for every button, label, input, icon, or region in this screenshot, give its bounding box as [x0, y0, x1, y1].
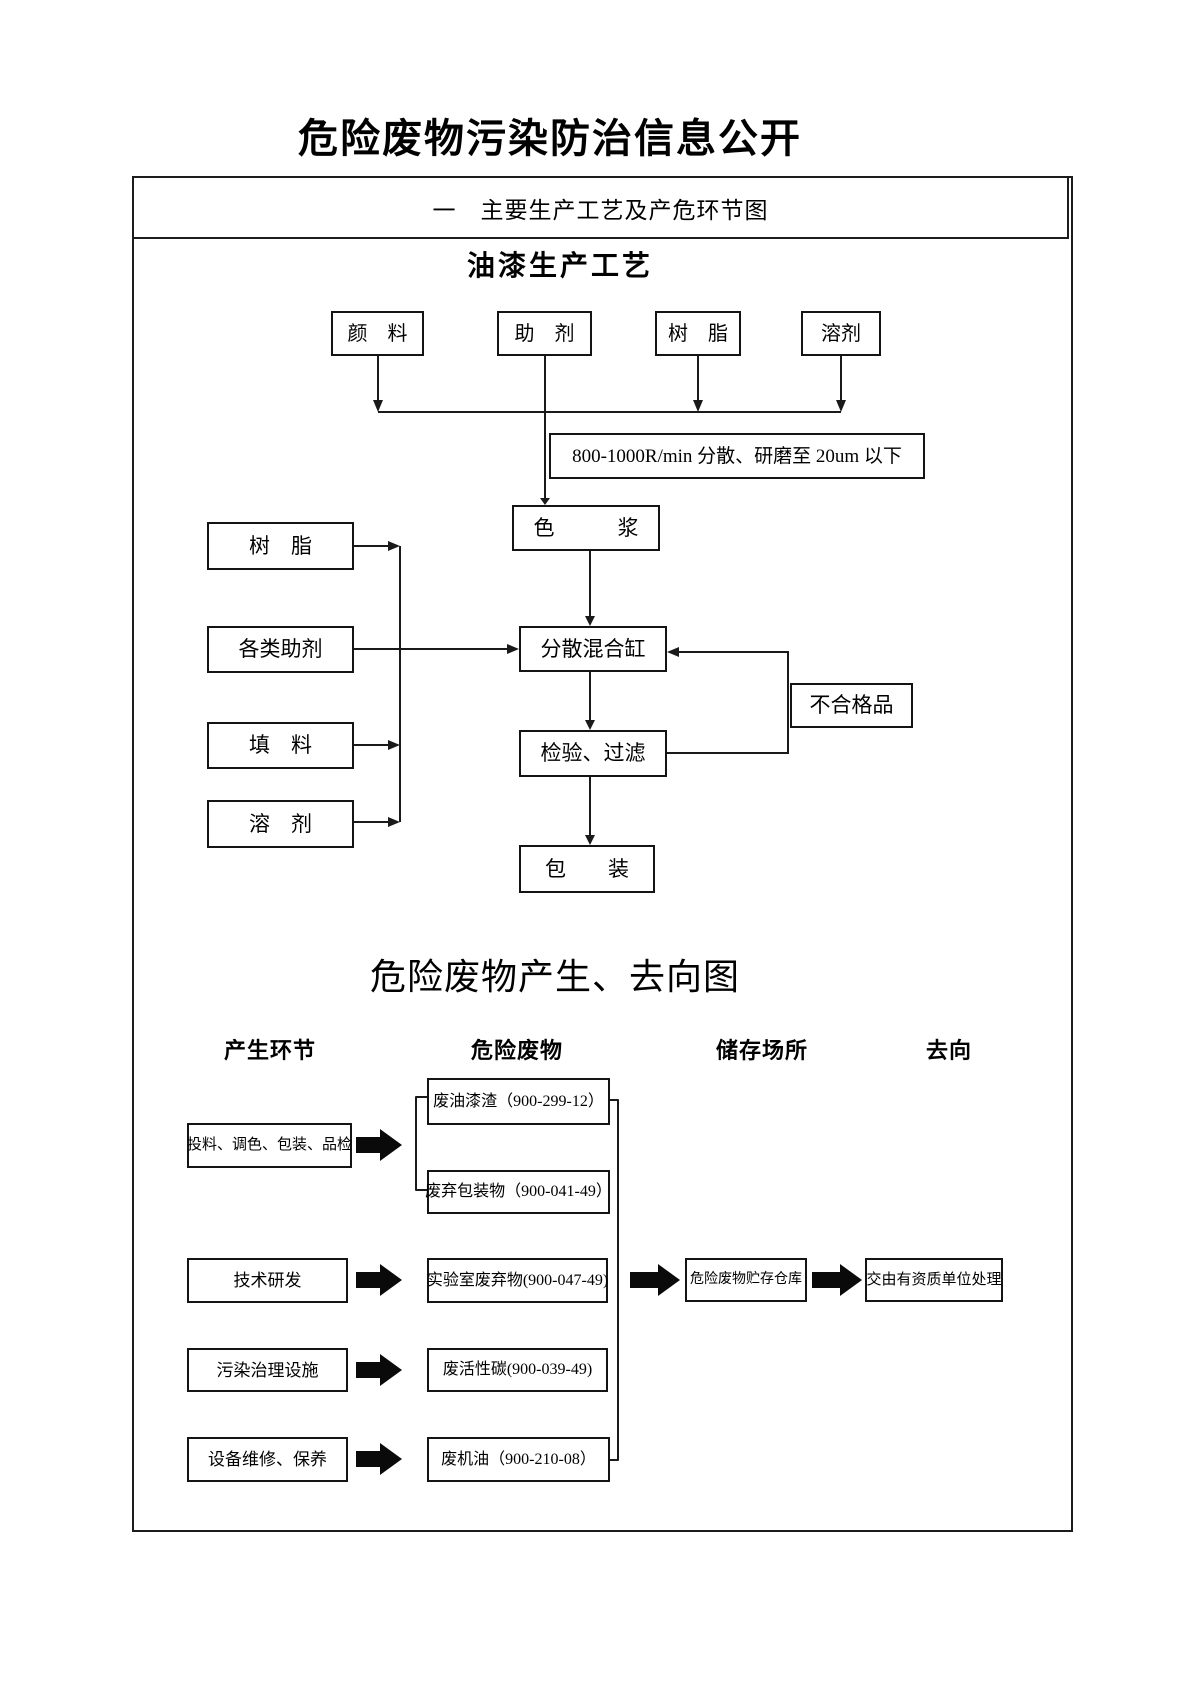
- waste-box-paint-residue: 废油漆渣（900-299-12）: [427, 1078, 610, 1125]
- step-box-color-paste: 色 浆: [512, 505, 660, 551]
- column-header-waste: 危险废物: [470, 1038, 563, 1063]
- storage-box: 危险废物贮存仓库: [685, 1258, 807, 1302]
- section-header: 一 主要生产工艺及产危环节图: [132, 176, 1069, 239]
- waste-flow-title: 危险废物产生、去向图: [369, 957, 740, 997]
- waste-box-used-oil: 废机油（900-210-08）: [427, 1437, 610, 1482]
- grind-note-box: 800-1000R/min 分散、研磨至 20um 以下: [549, 433, 925, 479]
- step-box-inspection-filter: 检验、过滤: [519, 730, 667, 777]
- input-box-pigment: 颜 料: [331, 311, 424, 356]
- left-box-filler: 填 料: [207, 722, 354, 769]
- column-header-source: 产生环节: [223, 1038, 316, 1063]
- step-box-mixing-tank: 分散混合缸: [519, 626, 667, 672]
- input-box-solvent-top: 溶剂: [801, 311, 881, 356]
- step-box-packaging: 包 装: [519, 845, 655, 893]
- waste-box-lab-waste: 实验室废弃物(900-047-49): [427, 1258, 608, 1303]
- waste-box-activated-carbon: 废活性碳(900-039-49): [427, 1348, 608, 1392]
- page-title: 危险废物污染防治信息公开: [298, 116, 802, 161]
- input-box-additive: 助 剂: [497, 311, 592, 356]
- disposal-box: 交由有资质单位处理: [865, 1258, 1003, 1302]
- source-box-rnd: 技术研发: [187, 1258, 348, 1303]
- waste-box-discarded-packaging: 废弃包装物（900-041-49）: [425, 1170, 612, 1214]
- left-box-additives: 各类助剂: [207, 626, 354, 673]
- source-box-equipment-maintenance: 设备维修、保养: [187, 1437, 348, 1482]
- reject-box: 不合格品: [790, 683, 913, 728]
- column-header-destination: 去向: [925, 1038, 972, 1063]
- left-box-resin: 树 脂: [207, 522, 354, 570]
- column-header-storage: 储存场所: [715, 1038, 808, 1063]
- input-box-resin-top: 树 脂: [655, 311, 741, 356]
- process-flow-title: 油漆生产工艺: [466, 251, 653, 282]
- source-box-pollution-control: 污染治理设施: [187, 1348, 348, 1392]
- left-box-solvent: 溶 剂: [207, 800, 354, 848]
- source-box-feeding-tinting: 投料、调色、包装、品检: [187, 1123, 352, 1168]
